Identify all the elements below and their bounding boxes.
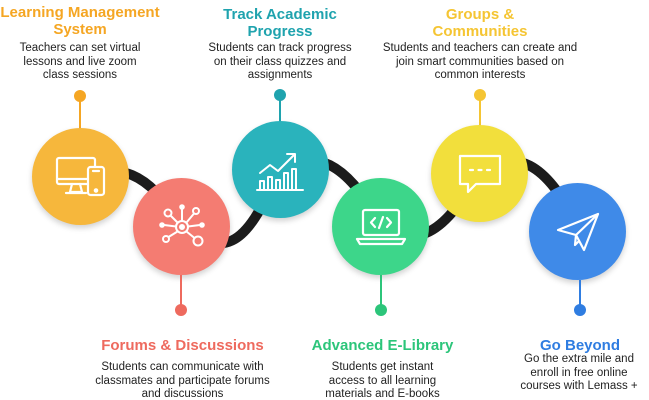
step-title-line: Learning Management — [0, 4, 160, 21]
step-desc-line: Teachers can set virtual — [19, 42, 141, 54]
step-desc-line: Students and teachers can create and — [382, 42, 578, 54]
step-circle-track-academic-progress — [232, 121, 329, 218]
chat-bubble-icon — [458, 154, 501, 193]
laptop-code-icon — [355, 208, 406, 245]
step-marker-dot — [175, 304, 187, 316]
step-title-line: Advanced E-Library — [311, 337, 454, 354]
step-title-line: Communities — [432, 23, 528, 40]
step-marker-dot — [274, 89, 286, 101]
step-desc-line: assignments — [247, 69, 313, 81]
step-title-learning-management: Learning Management System — [0, 4, 160, 38]
step-marker-dot — [74, 90, 86, 102]
step-stem-line — [579, 280, 581, 307]
step-marker-dot — [574, 304, 586, 316]
step-circle-advanced-e-library — [332, 178, 429, 275]
step-desc-line: common interests — [434, 69, 526, 81]
step-desc-go-beyond: Go the extra mile and enroll in free onl… — [510, 353, 648, 394]
step-circle-forums-discussions — [133, 178, 230, 275]
step-circle-go-beyond — [529, 183, 626, 280]
step-desc-line: enroll in free online — [530, 366, 628, 379]
step-stem-line — [79, 100, 81, 130]
step-desc-line: class sessions — [42, 69, 118, 81]
step-title-line: Track Academic — [223, 6, 337, 23]
step-title-advanced-e-library: Advanced E-Library — [300, 337, 465, 354]
step-desc-line: lessons and live zoom — [23, 55, 137, 68]
step-stem-line — [279, 99, 281, 123]
step-marker-dot — [474, 89, 486, 101]
step-stem-line — [479, 99, 481, 127]
step-desc-line: Students can track progress — [208, 42, 352, 54]
step-title-line: Progress — [247, 23, 313, 40]
network-nodes-icon — [158, 203, 205, 246]
step-circle-groups-communities — [431, 125, 528, 222]
step-desc-learning-management: Teachers can set virtual lessons and liv… — [0, 42, 170, 83]
rising-chart-icon — [255, 152, 304, 191]
step-desc-advanced-e-library: Students get instant access to all learn… — [300, 361, 465, 400]
step-stem-line — [380, 275, 382, 307]
step-desc-line: join smart communities based on — [395, 55, 565, 68]
step-title-groups-communities: Groups & Communities — [400, 6, 560, 40]
step-stem-line — [180, 275, 182, 307]
step-desc-groups-communities: Students and teachers can create and joi… — [370, 42, 590, 83]
step-title-track-academic-progress: Track Academic Progress — [200, 6, 360, 40]
step-desc-track-academic-progress: Students can track progress on their cla… — [190, 42, 370, 83]
step-desc-line: materials and E-books — [325, 388, 440, 400]
step-desc-line: on their class quizzes and — [213, 55, 347, 68]
step-title-line: Groups & — [445, 6, 515, 23]
step-title-go-beyond: Go Beyond — [520, 337, 640, 354]
monitor-phone-icon — [55, 156, 105, 196]
step-marker-dot — [375, 304, 387, 316]
step-title-line: Go Beyond — [539, 337, 620, 354]
step-desc-line: classmates and participate forums — [95, 374, 270, 387]
step-desc-line: Go the extra mile and — [524, 353, 634, 365]
step-desc-forums-discussions: Students can communicate with classmates… — [75, 361, 290, 400]
paper-plane-icon — [556, 212, 599, 251]
step-desc-line: courses with Lemass + — [520, 380, 638, 392]
step-desc-line: and discussions — [141, 388, 224, 400]
step-title-line: System — [53, 21, 107, 38]
step-title-forums-discussions: Forums & Discussions — [100, 337, 265, 354]
step-title-line: Forums & Discussions — [101, 337, 264, 354]
step-desc-line: Students get instant — [331, 361, 434, 373]
step-circle-learning-management — [32, 128, 129, 225]
step-desc-line: Students can communicate with — [101, 361, 264, 373]
step-desc-line: access to all learning — [328, 374, 437, 387]
